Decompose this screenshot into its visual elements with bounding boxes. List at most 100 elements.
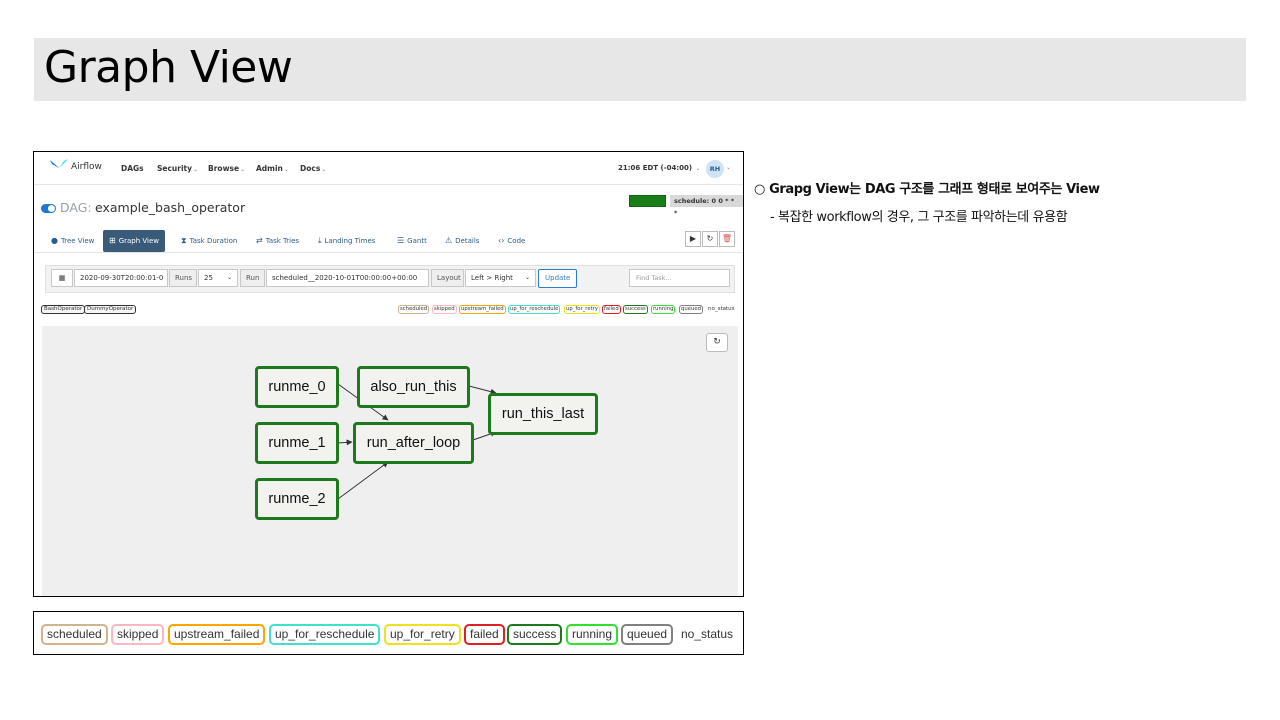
run-label: Run <box>240 269 265 287</box>
nav-admin-label: Admin <box>256 164 283 173</box>
node-runme-2[interactable]: runme_2 <box>255 478 339 520</box>
find-task-input[interactable]: Find Task... <box>629 269 730 287</box>
runs-label: Runs <box>169 269 197 287</box>
legend-queued: queued <box>621 624 674 645</box>
nav-docs[interactable]: Docs⌄ <box>300 164 326 173</box>
graph-icon: ⊞ <box>109 236 116 245</box>
runs-value: 25 <box>204 274 213 282</box>
warning-icon: ⚠ <box>445 236 453 245</box>
legend-chip-scheduled: scheduled <box>398 305 430 314</box>
chevron-down-icon: ⌄ <box>321 166 327 173</box>
tab-label: Gantt <box>407 237 427 245</box>
layout-value: Left > Right <box>471 274 513 282</box>
calendar-icon: ▦ <box>58 274 66 282</box>
refresh-icon: ↻ <box>706 234 714 243</box>
gantt-icon: ☰ <box>397 236 405 245</box>
tab-landing-times[interactable]: ⤓Landing Times <box>312 230 381 252</box>
tab-label: Tree View <box>60 237 95 245</box>
tree-icon: ● <box>51 236 58 245</box>
operator-chip-bash: BashOperator <box>41 305 86 314</box>
legend-chip-running: running <box>651 305 676 314</box>
legend-success: success <box>507 624 563 645</box>
tab-label: Details <box>455 237 480 245</box>
legend-skipped: skipped <box>111 624 165 645</box>
state-legend: scheduled skipped upstream_failed up_for… <box>33 611 744 655</box>
airflow-screenshot: Airflow DAGs Security⌄ Browse⌄ Admin⌄ Do… <box>33 151 744 597</box>
legend-up-for-retry: up_for_retry <box>384 624 461 645</box>
tab-label: Graph View <box>118 237 160 245</box>
chevron-down-icon[interactable]: ⌄ <box>726 164 732 171</box>
legend-chip-failed: failed <box>602 305 621 314</box>
edge-also-run-this-run-this-last <box>468 385 497 395</box>
dag-label: DAG: <box>60 200 92 215</box>
timezone-clock[interactable]: 21:06 EDT (-04:00) ⌄ <box>618 164 701 172</box>
legend-scheduled: scheduled <box>41 624 108 645</box>
tab-task-duration[interactable]: ⧗Task Duration <box>175 230 243 252</box>
chevron-down-icon: ⌄ <box>240 166 246 173</box>
node-also-run-this[interactable]: also_run_this <box>357 366 470 408</box>
navbar: Airflow DAGs Security⌄ Browse⌄ Admin⌄ Do… <box>34 152 743 185</box>
legend-chip-success: success <box>623 305 648 314</box>
delete-dag-button[interactable]: 🗑 <box>719 231 735 247</box>
tab-task-tries[interactable]: ⇄Task Tries <box>250 230 305 252</box>
trigger-dag-button[interactable]: ▶ <box>685 231 701 247</box>
trash-icon: 🗑 <box>721 234 733 243</box>
legend-chip-up-for-reschedule: up_for_reschedule <box>508 305 561 314</box>
run-select[interactable]: scheduled__2020-10-01T00:00:00+00:00 ⌄ <box>266 269 429 287</box>
tab-gantt[interactable]: ☰Gantt <box>391 230 433 252</box>
tab-label: Code <box>507 237 526 245</box>
legend-failed: failed <box>464 624 505 645</box>
hourglass-icon: ⧗ <box>181 236 187 245</box>
node-run-after-loop[interactable]: run_after_loop <box>353 422 474 464</box>
legend-no-status: no_status <box>681 627 734 641</box>
tab-tree-view[interactable]: ●Tree View <box>45 230 100 252</box>
graph-refresh-button[interactable]: ↻ <box>706 333 728 352</box>
update-button[interactable]: Update <box>538 269 578 288</box>
brand-name[interactable]: Airflow <box>71 162 102 172</box>
nav-security-label: Security <box>157 164 193 173</box>
calendar-button[interactable]: ▦ <box>51 269 73 287</box>
legend-no-status: no_status <box>708 306 735 312</box>
tab-divider <box>34 252 743 253</box>
run-value: scheduled__2020-10-01T00:00:00+00:00 <box>272 274 418 282</box>
tab-label: Landing Times <box>324 237 376 245</box>
slide-title: Graph View <box>44 42 293 93</box>
operator-chip-dummy: DummyOperator <box>84 305 137 314</box>
node-runme-1[interactable]: runme_1 <box>255 422 339 464</box>
note-detail: - 복잡한 workflow의 경우, 그 구조를 파악하는데 유용함 <box>770 210 1068 225</box>
refresh-icon: ↻ <box>713 337 721 347</box>
airflow-logo-icon[interactable] <box>48 158 70 178</box>
slide-title-bar: Graph View <box>34 38 1246 101</box>
node-run-this-last[interactable]: run_this_last <box>488 393 598 435</box>
landing-icon: ⤓ <box>318 236 322 245</box>
tab-code[interactable]: ‹›Code <box>492 230 531 252</box>
tab-graph-view[interactable]: ⊞Graph View <box>103 230 166 252</box>
dag-name: example_bash_operator <box>95 200 246 215</box>
nav-security[interactable]: Security⌄ <box>157 164 198 173</box>
edge-runme1-run-after-loop <box>337 439 353 446</box>
dag-status-badge <box>629 195 666 207</box>
chevron-down-icon: ⌄ <box>695 165 701 172</box>
dag-pause-toggle[interactable] <box>41 204 56 213</box>
nav-dags[interactable]: DAGs <box>121 164 144 173</box>
chevron-down-icon: ⌄ <box>226 274 232 281</box>
runs-select[interactable]: 25 ⌄ <box>198 269 238 287</box>
legend-chip-skipped: skipped <box>432 305 457 314</box>
chevron-down-icon: ⌄ <box>193 166 199 173</box>
code-icon: ‹› <box>498 236 505 245</box>
user-avatar[interactable]: RH <box>706 160 724 178</box>
nav-admin[interactable]: Admin⌄ <box>256 164 289 173</box>
base-date-input[interactable]: 2020-09-30T20:00:01-0 <box>74 269 168 287</box>
retry-icon: ⇄ <box>256 236 263 245</box>
graph-canvas[interactable]: runme_0 also_run_this run_this_last runm… <box>42 326 738 596</box>
tab-details[interactable]: ⚠Details <box>439 230 485 252</box>
node-runme-0[interactable]: runme_0 <box>255 366 339 408</box>
legend-up-for-reschedule: up_for_reschedule <box>269 624 381 645</box>
edge-runme2-run-after-loop <box>337 461 389 500</box>
layout-select[interactable]: Left > Right ⌄ <box>465 269 536 287</box>
nav-browse[interactable]: Browse⌄ <box>208 164 245 173</box>
chevron-down-icon: ⌄ <box>524 274 530 281</box>
chevron-down-icon: ⌄ <box>418 286 423 287</box>
legend-upstream-failed: upstream_failed <box>168 624 266 645</box>
refresh-dag-button[interactable]: ↻ <box>702 231 718 247</box>
